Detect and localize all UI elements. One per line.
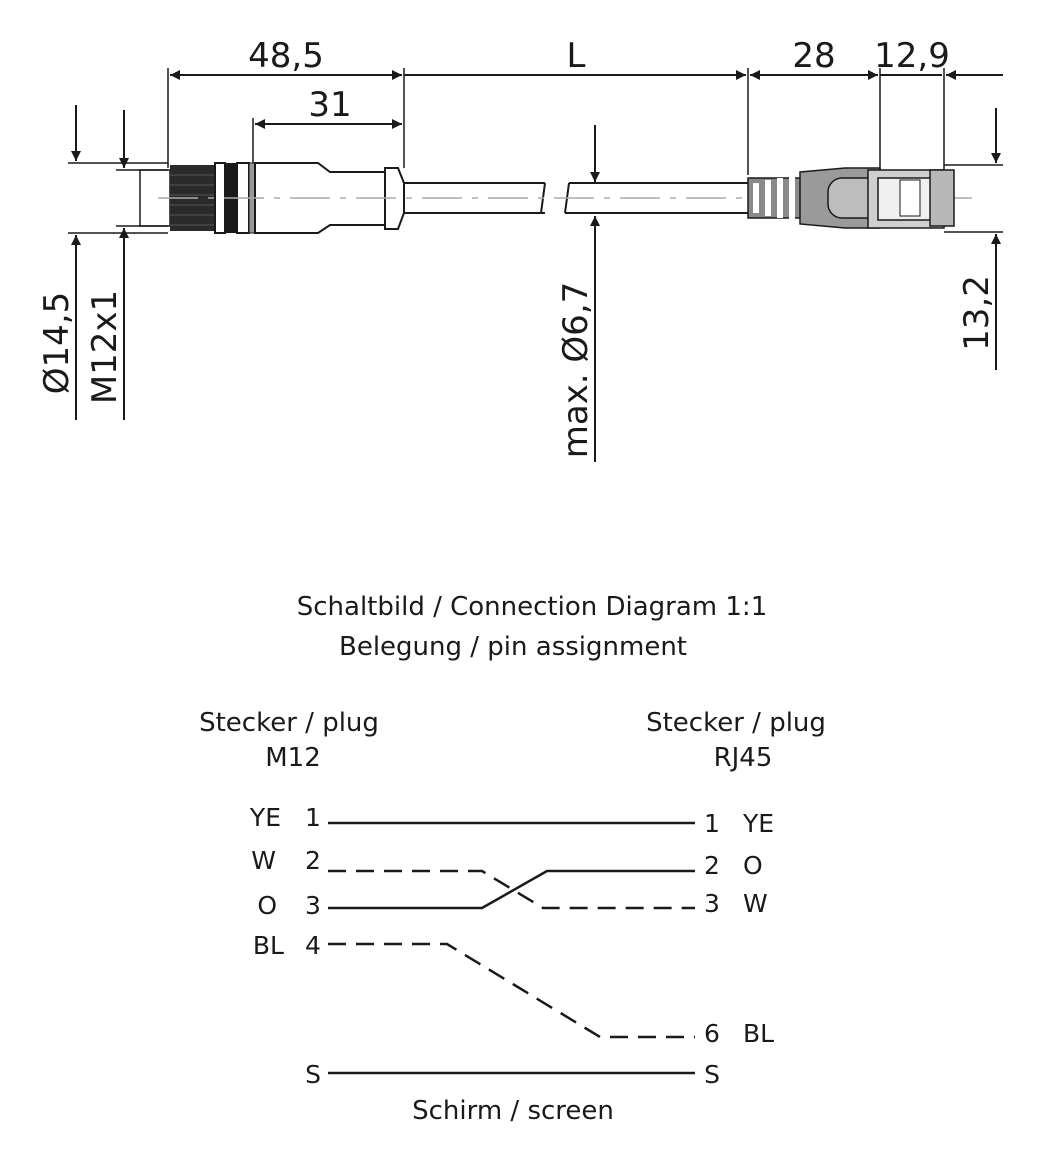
left-pin-number: S — [305, 1060, 321, 1089]
cable-dimension: max. Ø6,7 — [556, 125, 600, 462]
right-pin-color: YE — [742, 809, 774, 838]
dim-31: 31 — [308, 85, 351, 125]
right-pin-color: BL — [743, 1019, 774, 1048]
wire-pin-3 — [328, 869, 695, 910]
wire-pin-2 — [328, 869, 695, 910]
right-pin-number: 2 — [704, 851, 720, 880]
left-pin-number: 2 — [305, 846, 321, 875]
left-pin-color: O — [257, 891, 277, 920]
left-plug-type: M12 — [265, 743, 321, 773]
screen-label: Schirm / screen — [412, 1096, 614, 1126]
diagram-title: Schaltbild / Connection Diagram 1:1 — [297, 592, 768, 622]
left-plug-header: Stecker / plug — [199, 708, 379, 738]
left-pin-color: W — [251, 846, 276, 875]
left-pin-color: BL — [253, 931, 284, 960]
dim-28: 28 — [792, 36, 835, 76]
dim-m12x1: M12x1 — [85, 290, 125, 404]
wire-pin-4 — [328, 942, 695, 1039]
right-pin-number: S — [704, 1060, 720, 1089]
dim-48-5: 48,5 — [248, 36, 324, 76]
right-plug-type: RJ45 — [714, 743, 773, 773]
right-pin-color: W — [743, 889, 768, 918]
rj45-connector — [747, 167, 955, 229]
dim-max-diameter-6-7: max. Ø6,7 — [556, 282, 596, 459]
right-pin-number: 6 — [704, 1019, 720, 1048]
right-dimension: 13,2 — [944, 108, 1003, 370]
left-pin-number: 1 — [305, 803, 321, 832]
right-pin-number: 3 — [704, 889, 720, 918]
dim-L: L — [567, 36, 586, 76]
top-dimensions: 48,5 L 28 12,9 31 — [167, 36, 1003, 175]
right-pin-color: O — [743, 851, 763, 880]
left-dimensions: Ø14,5 M12x1 — [37, 105, 168, 420]
dim-diameter-14-5: Ø14,5 — [37, 292, 77, 394]
right-pin-number: 1 — [704, 809, 720, 838]
right-plug-header: Stecker / plug — [646, 708, 826, 738]
left-pin-number: 3 — [305, 891, 321, 920]
connection-diagram: Schaltbild / Connection Diagram 1:1 Bele… — [199, 592, 826, 1126]
left-pin-number: 4 — [305, 931, 321, 960]
dim-13-2: 13,2 — [957, 275, 997, 351]
left-pin-color: YE — [249, 803, 281, 832]
diagram-subtitle: Belegung / pin assignment — [339, 632, 687, 662]
dim-12-9: 12,9 — [874, 36, 950, 76]
